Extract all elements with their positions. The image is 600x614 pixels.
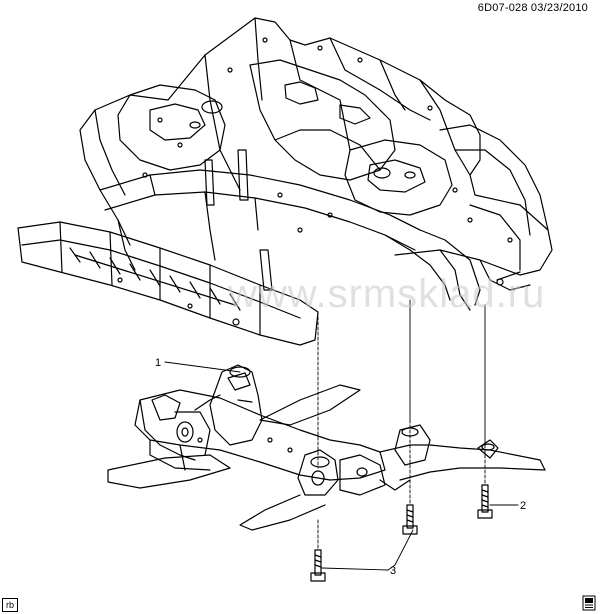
front-bumper-beam — [17, 221, 319, 346]
vehicle-body-structure — [79, 17, 553, 311]
callout-leaders — [164, 361, 519, 571]
rb-label: rb — [2, 598, 19, 612]
mounting-bolts — [310, 484, 493, 582]
callout-2: 2 — [520, 500, 526, 512]
watermark-text: www.srmsklad.ru — [228, 272, 546, 316]
callout-1: 1 — [155, 357, 161, 369]
document-icon — [582, 595, 596, 611]
drawing-code: 6D07-028 03/23/2010 — [477, 2, 588, 14]
alignment-lines — [317, 299, 486, 551]
callout-3: 3 — [390, 565, 396, 577]
engine-cradle-frame — [107, 364, 546, 531]
